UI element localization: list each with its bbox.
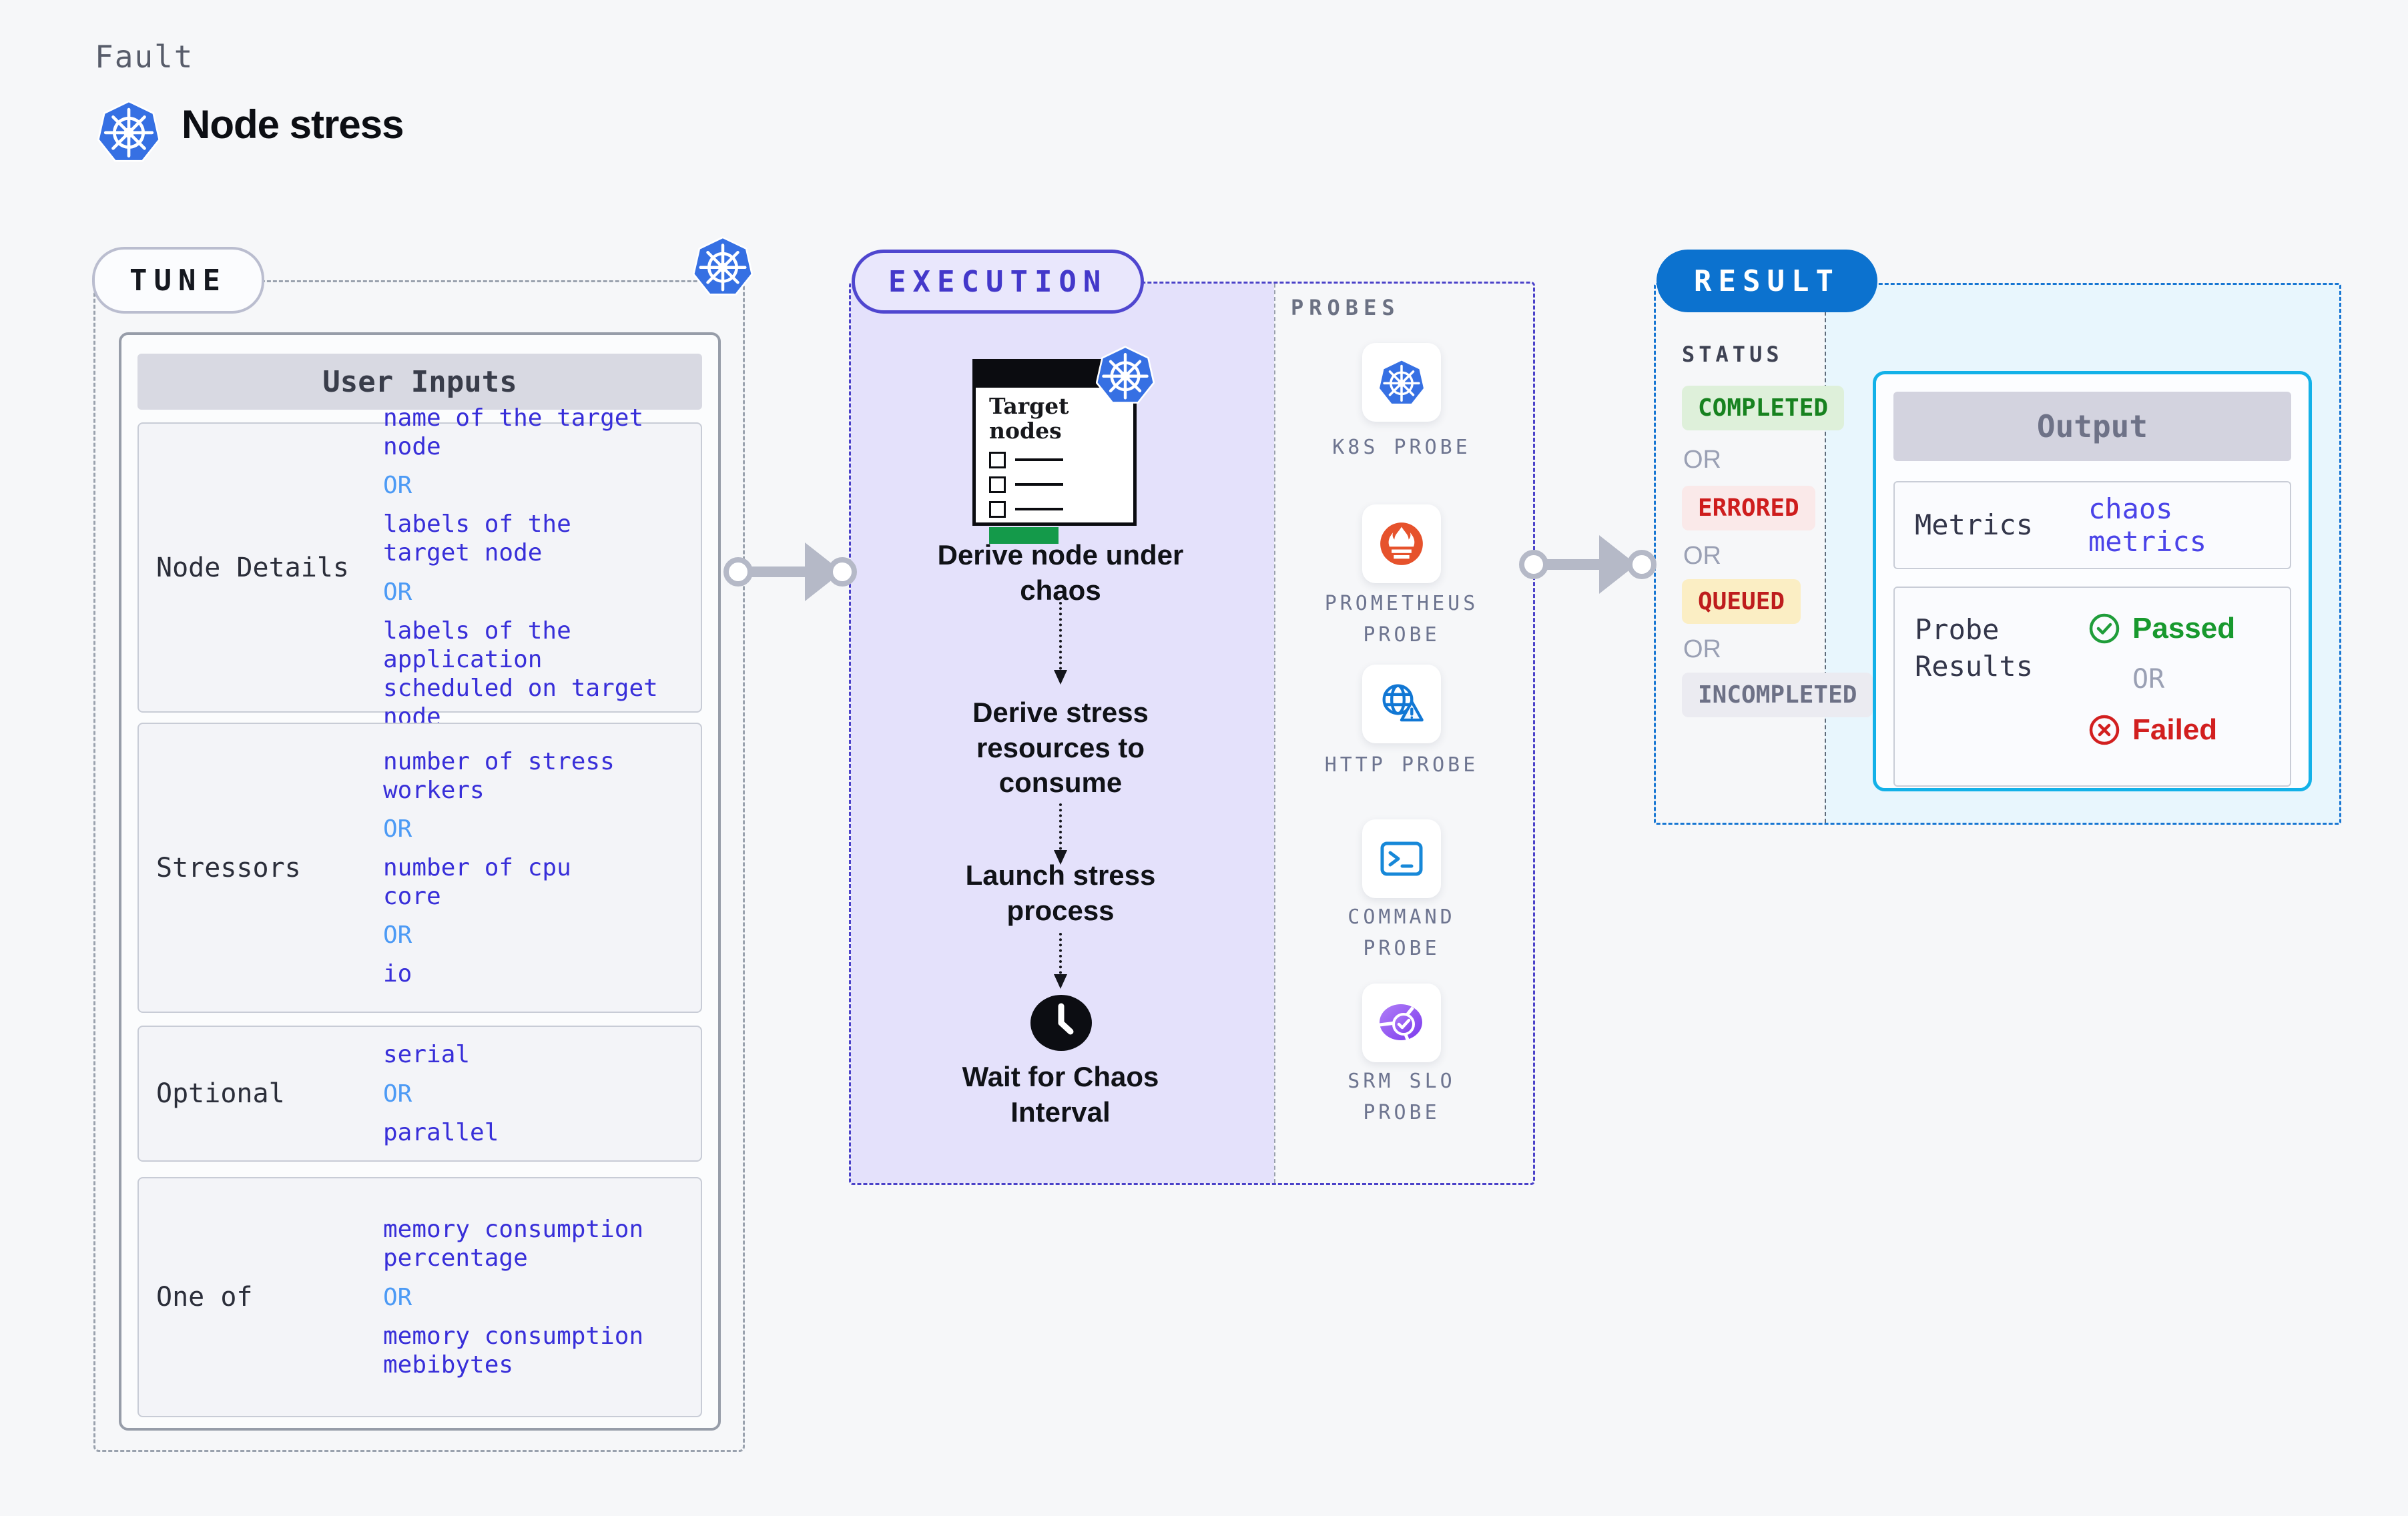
metrics-value: chaos metrics bbox=[2088, 492, 2207, 558]
kubernetes-icon bbox=[1378, 359, 1425, 406]
probe-label: SRM SLO PROBE bbox=[1347, 1070, 1456, 1124]
output-header: Output bbox=[1893, 392, 2291, 461]
status-badge-queued: QUEUED bbox=[1682, 579, 1801, 624]
probe-card-http bbox=[1362, 665, 1441, 743]
or-separator: OR bbox=[383, 578, 412, 606]
flow-step: Launch stress process bbox=[965, 859, 1156, 926]
row-node-details: Node Details name of the target node OR … bbox=[137, 404, 702, 731]
dotted-arrow bbox=[1054, 933, 1067, 989]
srm-slo-icon bbox=[1379, 1004, 1422, 1040]
flow-step: Derive stress resources to consume bbox=[972, 697, 1149, 798]
row-label: Optional bbox=[156, 1078, 285, 1109]
page-title: Node stress bbox=[182, 102, 404, 147]
target-nodes-title: Target nodes bbox=[989, 393, 1069, 444]
connector-dot bbox=[828, 557, 857, 587]
probe-label: COMMAND PROBE bbox=[1347, 905, 1456, 960]
command-terminal-icon bbox=[1380, 841, 1423, 876]
probe-label: K8S PROBE bbox=[1332, 436, 1471, 459]
input-option: labels of the application scheduled on t… bbox=[383, 617, 658, 731]
input-option: serial bbox=[383, 1041, 471, 1069]
probes-title: PROBES bbox=[1291, 295, 1400, 320]
dotted-arrow bbox=[1054, 602, 1067, 685]
clock-icon bbox=[1030, 995, 1092, 1051]
x-circle-icon bbox=[2089, 715, 2120, 745]
checkbox-row bbox=[989, 500, 1127, 518]
flow-step: Derive node under chaos bbox=[937, 539, 1184, 606]
or-separator: OR bbox=[383, 921, 412, 950]
metrics-label: Metrics bbox=[1915, 508, 2034, 541]
probe-result-failed: Failed bbox=[2088, 713, 2235, 747]
probe-result-passed: Passed bbox=[2088, 612, 2235, 645]
kubernetes-icon bbox=[693, 236, 753, 296]
user-inputs-header: User Inputs bbox=[137, 354, 702, 410]
input-option: io bbox=[383, 960, 412, 988]
row-label: Stressors bbox=[156, 852, 301, 883]
status-badge-completed: COMPLETED bbox=[1682, 386, 1845, 430]
tune-badge: TUNE bbox=[92, 247, 264, 314]
input-option: number of cpu core bbox=[383, 853, 571, 911]
row-one-of: One of memory consumption percentage OR … bbox=[137, 1177, 702, 1417]
probe-label: HTTP PROBE bbox=[1324, 753, 1479, 777]
probe-card-k8s bbox=[1362, 343, 1441, 422]
prometheus-icon bbox=[1380, 522, 1423, 565]
input-option: parallel bbox=[383, 1118, 499, 1146]
output-card: Output Metrics chaos metrics Probe Resul… bbox=[1873, 371, 2312, 791]
probe-results-label: Probe Results bbox=[1915, 613, 2034, 683]
status-badge-errored: ERRORED bbox=[1682, 486, 1815, 530]
connector-dot bbox=[1519, 550, 1548, 579]
or-separator: OR bbox=[383, 472, 412, 500]
probe-card-command bbox=[1362, 819, 1441, 898]
row-label: Node Details bbox=[156, 552, 349, 583]
failed-label: Failed bbox=[2132, 713, 2218, 746]
fault-kicker: Fault bbox=[95, 39, 194, 75]
or-separator: OR bbox=[383, 1283, 412, 1311]
progress-bar bbox=[989, 526, 1059, 544]
execution-badge: EXECUTION bbox=[852, 250, 1145, 314]
probe-card-srm-slo bbox=[1362, 984, 1441, 1062]
input-option: number of stress workers bbox=[383, 747, 615, 804]
dotted-arrow bbox=[1054, 803, 1067, 865]
or-separator: OR bbox=[1683, 635, 1721, 663]
or-separator: OR bbox=[383, 815, 412, 843]
input-option: labels of the target node bbox=[383, 510, 571, 567]
checkbox-row bbox=[989, 451, 1127, 468]
probe-card-prometheus bbox=[1362, 504, 1441, 583]
flow-arrow bbox=[738, 566, 813, 577]
status-badge-incompleted: INCOMPLETED bbox=[1682, 673, 1873, 717]
tune-section bbox=[93, 280, 745, 1452]
kubernetes-icon bbox=[97, 100, 160, 163]
probe-results-row: Probe Results Passed OR Failed bbox=[1893, 587, 2291, 787]
input-option: memory consumption mebibytes bbox=[383, 1322, 644, 1379]
or-separator: OR bbox=[383, 1080, 412, 1108]
probe-label: PROMETHEUS PROBE bbox=[1324, 592, 1479, 647]
result-badge: RESULT bbox=[1657, 250, 1877, 312]
flow-step: Wait for Chaos Interval bbox=[962, 1061, 1159, 1128]
http-globe-warning-icon bbox=[1382, 684, 1424, 722]
metrics-row: Metrics chaos metrics bbox=[1893, 481, 2291, 569]
or-separator: OR bbox=[1683, 542, 1721, 570]
input-option: name of the target node bbox=[383, 404, 644, 460]
kubernetes-icon bbox=[1096, 346, 1155, 404]
flow-arrow bbox=[1534, 559, 1606, 570]
passed-label: Passed bbox=[2132, 612, 2236, 645]
or-separator: OR bbox=[2132, 664, 2165, 695]
connector-dot bbox=[1627, 550, 1657, 579]
row-optional: Optional serial OR parallel bbox=[137, 1026, 702, 1162]
user-inputs-table: User Inputs Node Details name of the tar… bbox=[119, 332, 721, 1431]
check-circle-icon bbox=[2089, 613, 2120, 644]
connector-dot bbox=[723, 557, 753, 587]
input-option: memory consumption percentage bbox=[383, 1216, 644, 1272]
or-separator: OR bbox=[1683, 446, 1721, 474]
status-title: STATUS bbox=[1682, 342, 1783, 367]
row-label: One of bbox=[156, 1282, 253, 1312]
probes-panel bbox=[1274, 284, 1533, 1183]
row-stressors: Stressors number of stress workers OR nu… bbox=[137, 723, 702, 1013]
checkbox-row bbox=[989, 476, 1127, 493]
